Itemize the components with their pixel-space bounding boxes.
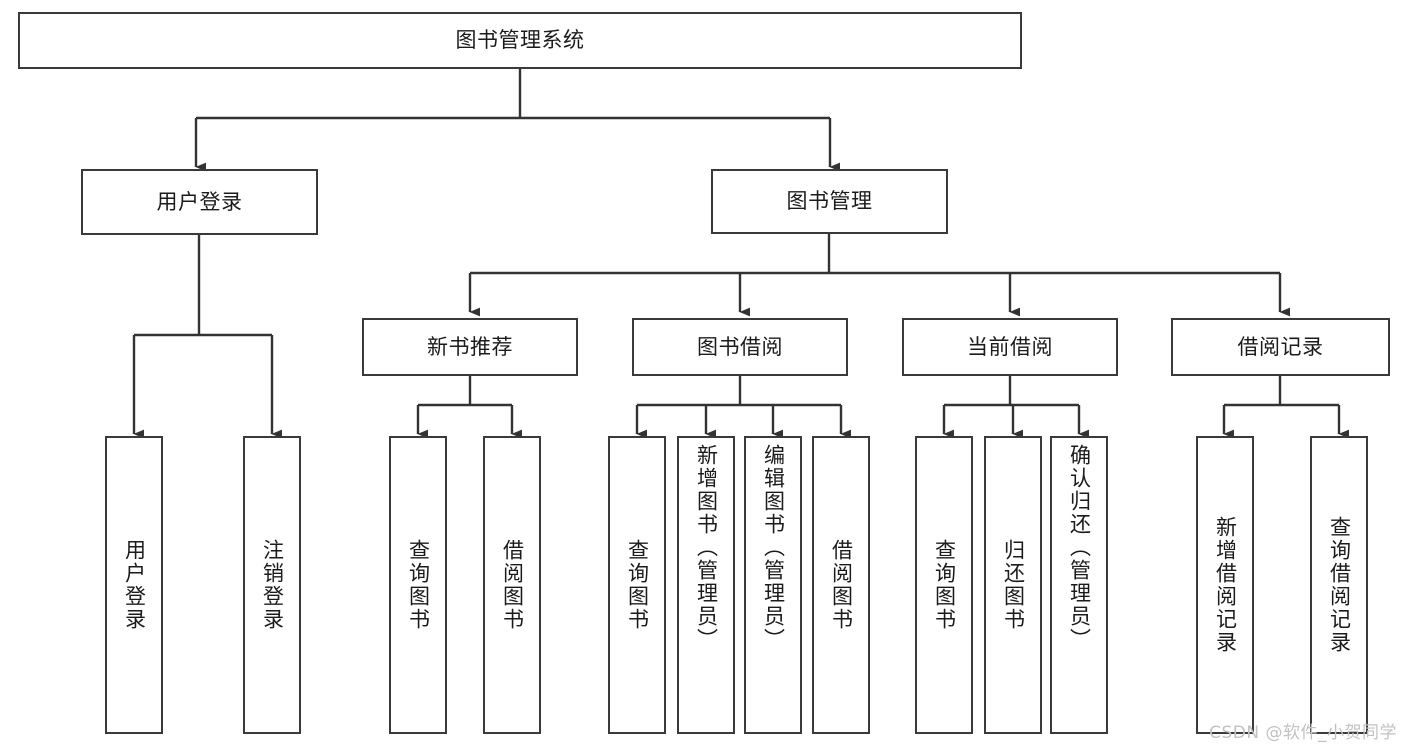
node-label-book-borrow: 图书借阅	[697, 334, 783, 359]
node-label-current-borrow: 当前借阅	[967, 334, 1053, 359]
node-label-leaf-edit-book-admin: 编辑图书（管理员）	[761, 444, 786, 651]
node-leaf-borrow-book-1[interactable]: 借阅图书	[483, 436, 541, 734]
node-label-leaf-query-book-1: 查询图书	[406, 539, 431, 631]
node-leaf-borrow-book-2[interactable]: 借阅图书	[812, 436, 870, 734]
node-root-system[interactable]: 图书管理系统	[18, 12, 1022, 69]
node-label-user-login: 用户登录	[156, 189, 243, 214]
node-label-leaf-query-borrow-record: 查询借阅记录	[1327, 516, 1352, 654]
node-label-leaf-borrow-book-2: 借阅图书	[829, 539, 854, 631]
node-leaf-query-book-1[interactable]: 查询图书	[389, 436, 447, 734]
node-label-leaf-confirm-return-admin: 确认归还（管理员）	[1067, 444, 1092, 651]
node-label-leaf-return-book: 归还图书	[1001, 539, 1026, 631]
node-label-leaf-add-book-admin: 新增图书（管理员）	[694, 444, 719, 651]
node-label-leaf-borrow-book-1: 借阅图书	[500, 539, 525, 631]
node-label-new-book-recommend: 新书推荐	[427, 334, 513, 359]
node-leaf-confirm-return-admin[interactable]: 确认归还（管理员）	[1050, 436, 1108, 734]
node-leaf-add-borrow-record[interactable]: 新增借阅记录	[1196, 436, 1254, 734]
node-leaf-query-borrow-record[interactable]: 查询借阅记录	[1310, 436, 1368, 734]
watermark-credit: CSDN @软件_小贺同学	[1209, 723, 1397, 743]
node-label-leaf-query-book-2: 查询图书	[625, 539, 650, 631]
node-user-login[interactable]: 用户登录	[81, 169, 318, 235]
node-label-borrow-record: 借阅记录	[1237, 334, 1324, 359]
node-book-manage[interactable]: 图书管理	[711, 169, 948, 234]
node-label-root: 图书管理系统	[455, 28, 585, 53]
node-leaf-add-book-admin[interactable]: 新增图书（管理员）	[677, 436, 735, 734]
node-leaf-return-book[interactable]: 归还图书	[984, 436, 1042, 734]
node-borrow-record[interactable]: 借阅记录	[1171, 318, 1390, 376]
node-label-leaf-user-logout: 注销登录	[260, 539, 285, 631]
node-label-book-manage: 图书管理	[786, 189, 873, 214]
node-leaf-user-logout[interactable]: 注销登录	[243, 436, 301, 734]
node-label-leaf-user-login: 用户登录	[122, 539, 147, 631]
node-label-leaf-add-borrow-record: 新增借阅记录	[1213, 516, 1238, 654]
node-leaf-user-login[interactable]: 用户登录	[105, 436, 163, 734]
node-leaf-query-book-2[interactable]: 查询图书	[608, 436, 666, 734]
node-label-leaf-query-book-3: 查询图书	[932, 539, 957, 631]
node-new-book-recommend[interactable]: 新书推荐	[362, 318, 578, 376]
node-leaf-edit-book-admin[interactable]: 编辑图书（管理员）	[744, 436, 802, 734]
node-book-borrow[interactable]: 图书借阅	[632, 318, 848, 376]
node-current-borrow[interactable]: 当前借阅	[902, 318, 1118, 376]
node-leaf-query-book-3[interactable]: 查询图书	[915, 436, 973, 734]
